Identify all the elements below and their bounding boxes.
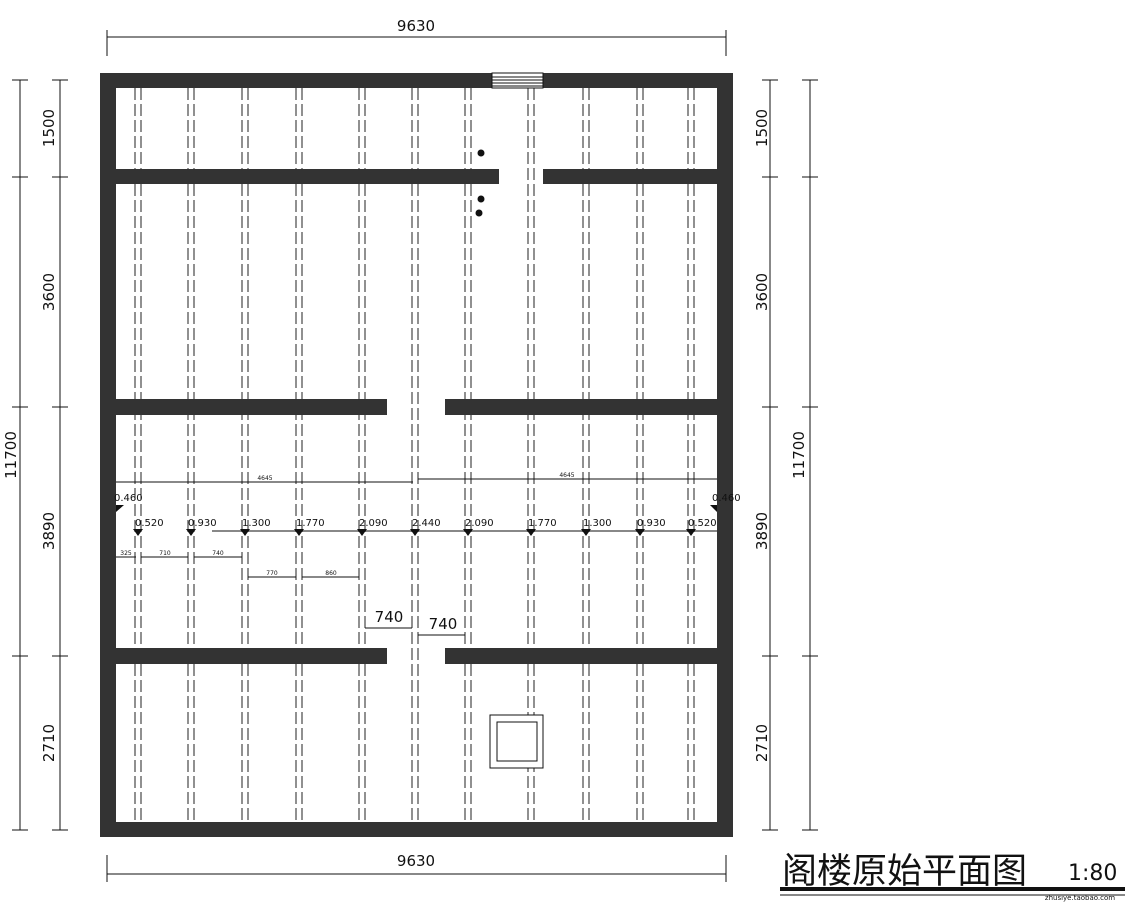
elevation-label: 1.770 [296, 518, 325, 529]
elevation-label: 2.090 [465, 518, 494, 529]
beam-3-right [445, 648, 717, 664]
elevation-label: 0.930 [188, 518, 217, 529]
watermark: zhusiye.taobao.com [1045, 894, 1115, 902]
beam-2-left [116, 399, 387, 415]
elevation-marker-icon [240, 529, 250, 536]
opening-dims: 740 740 [365, 608, 465, 636]
dim-label: 1500 [40, 109, 58, 147]
dim-label: 11700 [2, 431, 20, 479]
small-dims: 325 710 740 770 860 [116, 550, 359, 578]
dim-label: 3600 [753, 273, 771, 311]
pipe-dot [477, 195, 485, 203]
elevation-marker-icon [581, 529, 591, 536]
elevation-marker-icon [635, 529, 645, 536]
dim-label: 2710 [40, 724, 58, 762]
dimension-right: 11700 1500 3600 3890 2710 [753, 79, 818, 831]
dim-label: 3600 [40, 273, 58, 311]
elevation-label: 0.520 [688, 518, 717, 529]
dim-label: 740 [429, 615, 458, 633]
elevation-marker-icon [186, 529, 196, 536]
wall-left [100, 73, 116, 837]
walls [100, 72, 733, 837]
elevation-label: 0.460 [114, 493, 143, 504]
beam-2-right [445, 399, 717, 415]
dim-label: 11700 [790, 431, 808, 479]
wall-right [717, 73, 733, 837]
elevation-marker-icon [133, 529, 143, 536]
elevation-label: 0.520 [135, 518, 164, 529]
wall-top [100, 73, 733, 88]
elevation-label: 1.770 [528, 518, 557, 529]
roof-rafter-lines [134, 88, 695, 822]
half-span-dims: 4645 4645 [116, 472, 717, 483]
dim-label: 3890 [40, 512, 58, 550]
dimension-left: 11700 1500 3600 3890 2710 [2, 79, 68, 831]
elevation-marker-icon [294, 529, 304, 536]
beam-3-left [116, 648, 387, 664]
roof-hatch [489, 714, 544, 769]
beam-1-right [543, 169, 717, 184]
scale-text: 1:80 [1068, 861, 1117, 886]
elevation-marker-icon [526, 529, 536, 536]
dim-label: 9630 [397, 852, 435, 870]
dim-label: 1500 [753, 109, 771, 147]
drawing-title: 阁楼原始平面图 1:80 zhusiye.taobao.com [780, 852, 1125, 902]
dim-label: 4645 [559, 472, 574, 479]
elevation-label: 2.090 [359, 518, 388, 529]
elevation-label: 0.460 [712, 493, 741, 504]
wall-bottom [100, 822, 733, 837]
elevation-label: 1.300 [583, 518, 612, 529]
dim-label: 740 [375, 608, 404, 626]
dimension-top: 9630 [106, 17, 727, 56]
elevation-label: 2.440 [412, 518, 441, 529]
elevation-label: 0.930 [637, 518, 666, 529]
elevation-marker-icon [410, 529, 420, 536]
pipe-dot [477, 149, 485, 157]
dim-label: 770 [266, 570, 278, 577]
elevation-label: 1.300 [242, 518, 271, 529]
title-text: 阁楼原始平面图 [782, 852, 1027, 892]
dim-label: 860 [325, 570, 337, 577]
dim-label: 2710 [753, 724, 771, 762]
elevation-edge-marks: 0.460 0.460 [114, 493, 741, 512]
dim-label: 740 [212, 550, 224, 557]
dim-label: 325 [120, 550, 132, 557]
beam-1-left [116, 169, 499, 184]
elevation-marks: 0.520 0.930 1.300 1.770 2.090 2.440 2.090 1.770… [133, 518, 717, 536]
elevation-marker-icon [686, 529, 696, 536]
dim-label: 710 [159, 550, 171, 557]
dim-label: 3890 [753, 512, 771, 550]
dim-label: 9630 [397, 17, 435, 35]
pipe-dot [475, 209, 483, 217]
elevation-marker-icon [357, 529, 367, 536]
dim-label: 4645 [257, 475, 272, 482]
dimension-bottom: 9630 [106, 852, 727, 882]
elevation-marker-icon [463, 529, 473, 536]
